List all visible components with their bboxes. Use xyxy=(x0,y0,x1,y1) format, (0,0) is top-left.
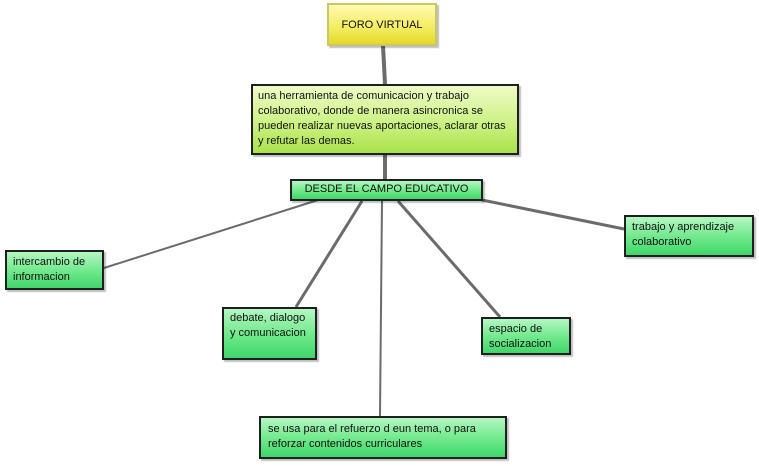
branch-colaborativo-text: trabajo y aprendizaje colaborativo xyxy=(632,221,735,248)
branch-debate: debate, dialogo y comunicacion xyxy=(222,307,317,360)
branch-socializacion: espacio de socializacion xyxy=(481,317,571,355)
definition-node: una herramienta de comunicacion y trabaj… xyxy=(251,84,519,155)
connector-context-debate xyxy=(294,200,364,308)
definition-text: una herramienta de comunicacion y trabaj… xyxy=(258,90,506,147)
branch-colaborativo: trabajo y aprendizaje colaborativo xyxy=(624,215,754,257)
branch-refuerzo-text: se usa para el refuerzo d eun tema, o pa… xyxy=(268,423,476,450)
connector-title-definition xyxy=(381,45,387,85)
branch-debate-text: debate, dialogo y comunicacion xyxy=(230,312,306,339)
connector-context-intercambio xyxy=(103,199,319,269)
branch-intercambio-text: intercambio de informacion xyxy=(13,256,86,283)
context-node: DESDE EL CAMPO EDUCATIVO xyxy=(290,179,483,201)
connector-context-refuerzo xyxy=(379,200,383,417)
context-text: DESDE EL CAMPO EDUCATIVO xyxy=(304,183,469,195)
branch-intercambio: intercambio de informacion xyxy=(5,250,104,290)
title-text: FORO VIRTUAL xyxy=(341,19,423,31)
title-node: FORO VIRTUAL xyxy=(327,3,437,46)
connector-context-socializacion xyxy=(396,200,502,318)
branch-socializacion-text: espacio de socializacion xyxy=(489,323,552,350)
connector-context-colaborativo xyxy=(481,198,625,231)
branch-refuerzo: se usa para el refuerzo d eun tema, o pa… xyxy=(259,416,507,459)
